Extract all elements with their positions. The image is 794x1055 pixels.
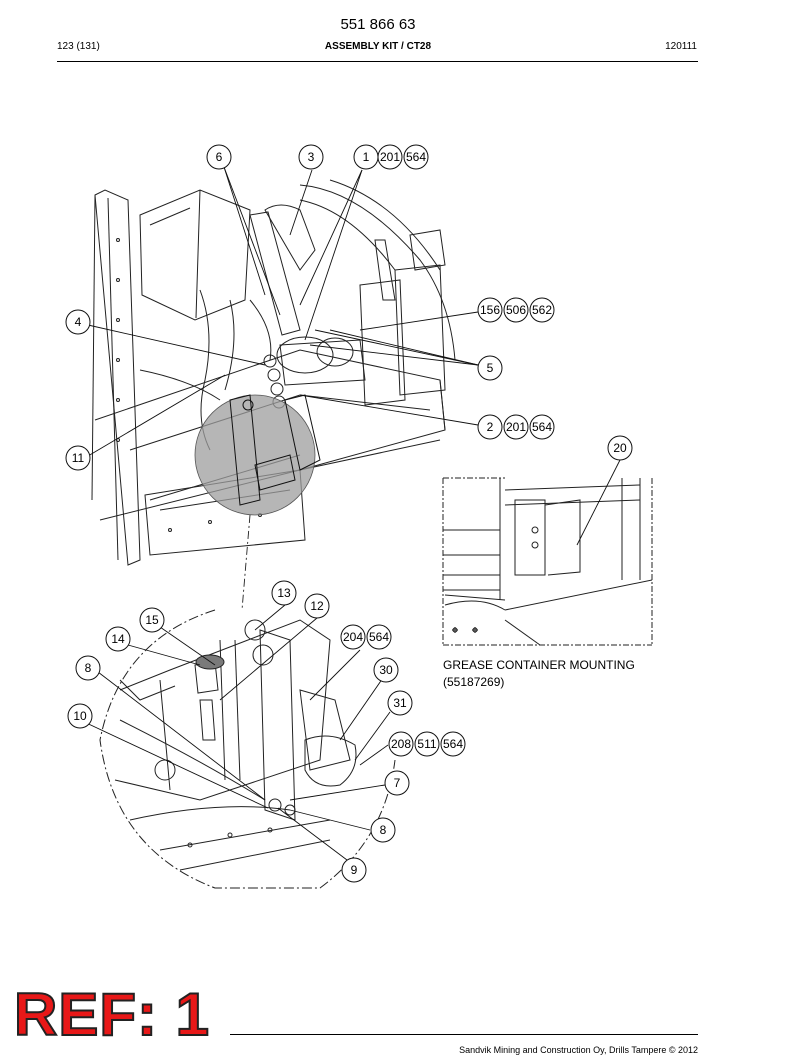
callout-506: 506	[506, 303, 526, 317]
callout-2: 2	[487, 420, 494, 434]
callout-156: 156	[480, 303, 500, 317]
document-date: 120111	[665, 41, 697, 52]
footer-copyright: Sandvik Mining and Construction Oy, Dril…	[459, 1045, 698, 1055]
inset-caption-title: GREASE CONTAINER MOUNTING	[443, 658, 635, 672]
callout-4: 4	[75, 315, 82, 329]
callout-5: 5	[487, 361, 494, 375]
callout-15: 15	[145, 613, 159, 627]
inset-caption-part-number: (55187269)	[443, 675, 505, 689]
callout-208: 208	[391, 737, 411, 751]
callout-31: 31	[393, 696, 407, 710]
callout-562: 562	[532, 303, 552, 317]
footer-divider	[230, 1034, 698, 1035]
callout-leader-lines	[79, 166, 621, 861]
page-count: 123 (131)	[57, 41, 100, 52]
callout-11: 11	[72, 451, 85, 465]
callout-30: 30	[379, 663, 393, 677]
callout-204: 204	[343, 630, 363, 644]
callout-201-a: 201	[380, 150, 400, 164]
callout-1: 1	[363, 150, 370, 164]
callout-10: 10	[73, 709, 87, 723]
reference-stamp: REF: 1	[13, 981, 211, 1048]
grease-container-inset-linework	[442, 477, 653, 646]
callout-20: 20	[613, 441, 627, 455]
callout-bubbles	[65, 144, 633, 883]
header-divider	[57, 61, 698, 62]
callout-6: 6	[216, 150, 223, 164]
callout-564-b: 564	[532, 420, 552, 434]
callout-8-b: 8	[380, 823, 387, 837]
callout-12: 12	[310, 599, 324, 613]
callout-564-a: 564	[406, 150, 426, 164]
detail-view-boundary	[99, 609, 396, 889]
callout-7: 7	[394, 776, 401, 790]
page-title: ASSEMBLY KIT / CT28	[324, 41, 432, 52]
callout-8-a: 8	[85, 661, 92, 675]
callout-201-b: 201	[506, 420, 526, 434]
detail-highlight-linework	[229, 394, 321, 506]
detail-highlight-area	[194, 394, 316, 516]
callout-9: 9	[351, 863, 358, 877]
callout-511: 511	[417, 737, 436, 751]
callout-14: 14	[111, 632, 125, 646]
document-number: 551 866 63	[340, 16, 416, 33]
detail-leader-line	[241, 514, 251, 611]
callout-564-c: 564	[369, 630, 389, 644]
callout-564-d: 564	[443, 737, 463, 751]
callout-3: 3	[308, 150, 315, 164]
callout-13: 13	[277, 586, 291, 600]
detail-view-linework	[114, 619, 357, 871]
callout-numbers: 6 3 1 201 564 4 156 506 562 5 2 201 564 …	[72, 150, 627, 877]
